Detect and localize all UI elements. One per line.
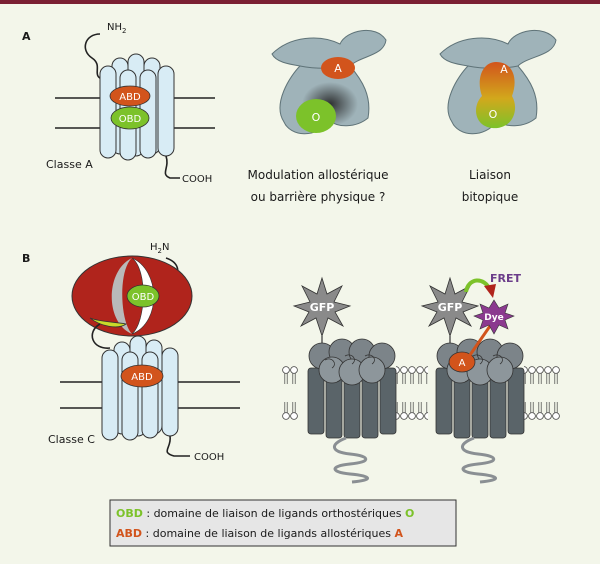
lipid-head-top bbox=[528, 366, 536, 385]
lipid-head-top bbox=[400, 366, 408, 385]
lipid-head-bottom bbox=[290, 401, 298, 420]
gfp-burst bbox=[292, 276, 352, 338]
bito-a-label: A bbox=[500, 63, 508, 76]
ligand-tether bbox=[468, 325, 492, 356]
class-c-receptor bbox=[60, 255, 240, 457]
abd-site bbox=[109, 85, 151, 107]
bitopic-receptor bbox=[439, 29, 557, 135]
lipid-head-bottom bbox=[552, 401, 560, 420]
lipid-head-bottom bbox=[408, 401, 416, 420]
panel-a-letter: A bbox=[22, 30, 31, 43]
lipid-head-top bbox=[290, 366, 298, 385]
cysteine-rich-domain bbox=[89, 317, 127, 328]
c-terminal-coil bbox=[461, 436, 497, 484]
helix bbox=[161, 347, 179, 437]
obd-label: OBD bbox=[119, 114, 142, 125]
gfp-label-1: GFP bbox=[310, 301, 335, 314]
top-bar bbox=[0, 0, 600, 4]
mod-obd-ellipse bbox=[296, 99, 336, 133]
mod-caption-1: Modulation allostérique bbox=[248, 168, 389, 182]
h2n-label: H2N bbox=[150, 242, 169, 255]
cap-curls bbox=[472, 354, 503, 365]
classe-a-label: Classe A bbox=[46, 158, 93, 171]
vft-grey-lobe bbox=[111, 258, 132, 334]
vft-obd-label: OBD bbox=[132, 292, 155, 303]
nh2-label: NH2 bbox=[107, 22, 126, 35]
channel-helix bbox=[379, 367, 397, 435]
legend-box bbox=[109, 499, 457, 547]
mod-o-label: O bbox=[312, 111, 321, 124]
vft-cleft bbox=[131, 257, 154, 335]
channel-helix bbox=[307, 367, 325, 435]
fret-label: FRET bbox=[490, 272, 521, 285]
lipid-head-top bbox=[544, 366, 552, 385]
legend-obd-line: OBD : domaine de liaison de ligands orth… bbox=[116, 507, 414, 520]
modulation-receptor bbox=[271, 29, 387, 135]
lipid-head-top bbox=[536, 366, 544, 385]
lipid-head-bottom bbox=[416, 401, 424, 420]
c-terminal-coil bbox=[333, 436, 369, 484]
lipid-head-top bbox=[416, 366, 424, 385]
mod-abd-ellipse bbox=[321, 57, 355, 79]
helix bbox=[157, 65, 175, 157]
channel-helix bbox=[507, 367, 525, 435]
lipid-head-bottom bbox=[536, 401, 544, 420]
panel-b-letter: B bbox=[22, 252, 30, 265]
abd-site bbox=[120, 364, 164, 388]
channel-left bbox=[300, 336, 397, 484]
channel-cap bbox=[486, 356, 514, 384]
fret-arrowhead bbox=[484, 284, 496, 298]
legend-abd-line: ABD : domaine de liaison de ligands allo… bbox=[116, 527, 403, 540]
class-a-receptor bbox=[55, 33, 215, 179]
dye-label: Dye bbox=[484, 313, 503, 323]
gfp-burst bbox=[420, 276, 480, 338]
lipid-head-bottom bbox=[544, 401, 552, 420]
classe-c-label: Classe C bbox=[48, 433, 95, 446]
n-terminal-tail bbox=[84, 33, 105, 81]
abd-label-b: ABD bbox=[131, 372, 153, 383]
linker bbox=[91, 323, 111, 349]
vft-obd-site bbox=[126, 284, 160, 308]
allosteric-ligand bbox=[448, 351, 476, 373]
cap-curls bbox=[324, 354, 375, 369]
lipid-head-top bbox=[552, 366, 560, 385]
lipid-head-top bbox=[282, 366, 290, 385]
dye-burst bbox=[473, 299, 515, 335]
bito-o-label: O bbox=[489, 108, 498, 121]
lipid-head-bottom bbox=[528, 401, 536, 420]
a-label-b: A bbox=[459, 358, 466, 369]
bitopic-ligand bbox=[476, 62, 516, 129]
cooh-label: COOH bbox=[182, 174, 212, 185]
channel-helix bbox=[435, 367, 453, 435]
cooh-label-b: COOH bbox=[194, 452, 224, 463]
c-terminal-tail bbox=[166, 435, 190, 457]
bito-caption-1: Liaison bbox=[469, 168, 511, 182]
obd-site bbox=[110, 106, 150, 130]
lipid-head-bottom bbox=[282, 401, 290, 420]
abd-label: ABD bbox=[119, 92, 141, 103]
mod-a-label: A bbox=[334, 62, 342, 75]
lipid-head-bottom bbox=[400, 401, 408, 420]
bito-caption-2: bitopique bbox=[462, 190, 519, 204]
channel-right bbox=[428, 325, 525, 484]
channel-cap bbox=[358, 356, 386, 384]
mod-caption-2: ou barrière physique ? bbox=[251, 190, 386, 204]
gfp-label-2: GFP bbox=[438, 301, 463, 314]
helix bbox=[101, 349, 119, 441]
lipid-head-top bbox=[408, 366, 416, 385]
c-terminal-tail bbox=[164, 155, 180, 179]
